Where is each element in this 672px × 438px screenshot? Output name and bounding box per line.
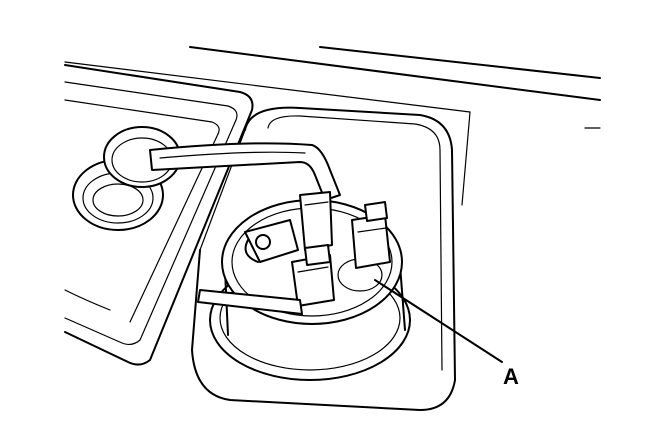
connector-left (244, 191, 333, 263)
fuel-hose (149, 142, 341, 201)
connector-right (351, 201, 391, 269)
panel-edge-lines (64, 46, 601, 206)
callout-a: A (374, 279, 519, 389)
left-access-tray (64, 64, 254, 366)
connector-center (197, 244, 335, 315)
callout-a-label: A (503, 364, 519, 389)
tray-plug (72, 126, 181, 231)
